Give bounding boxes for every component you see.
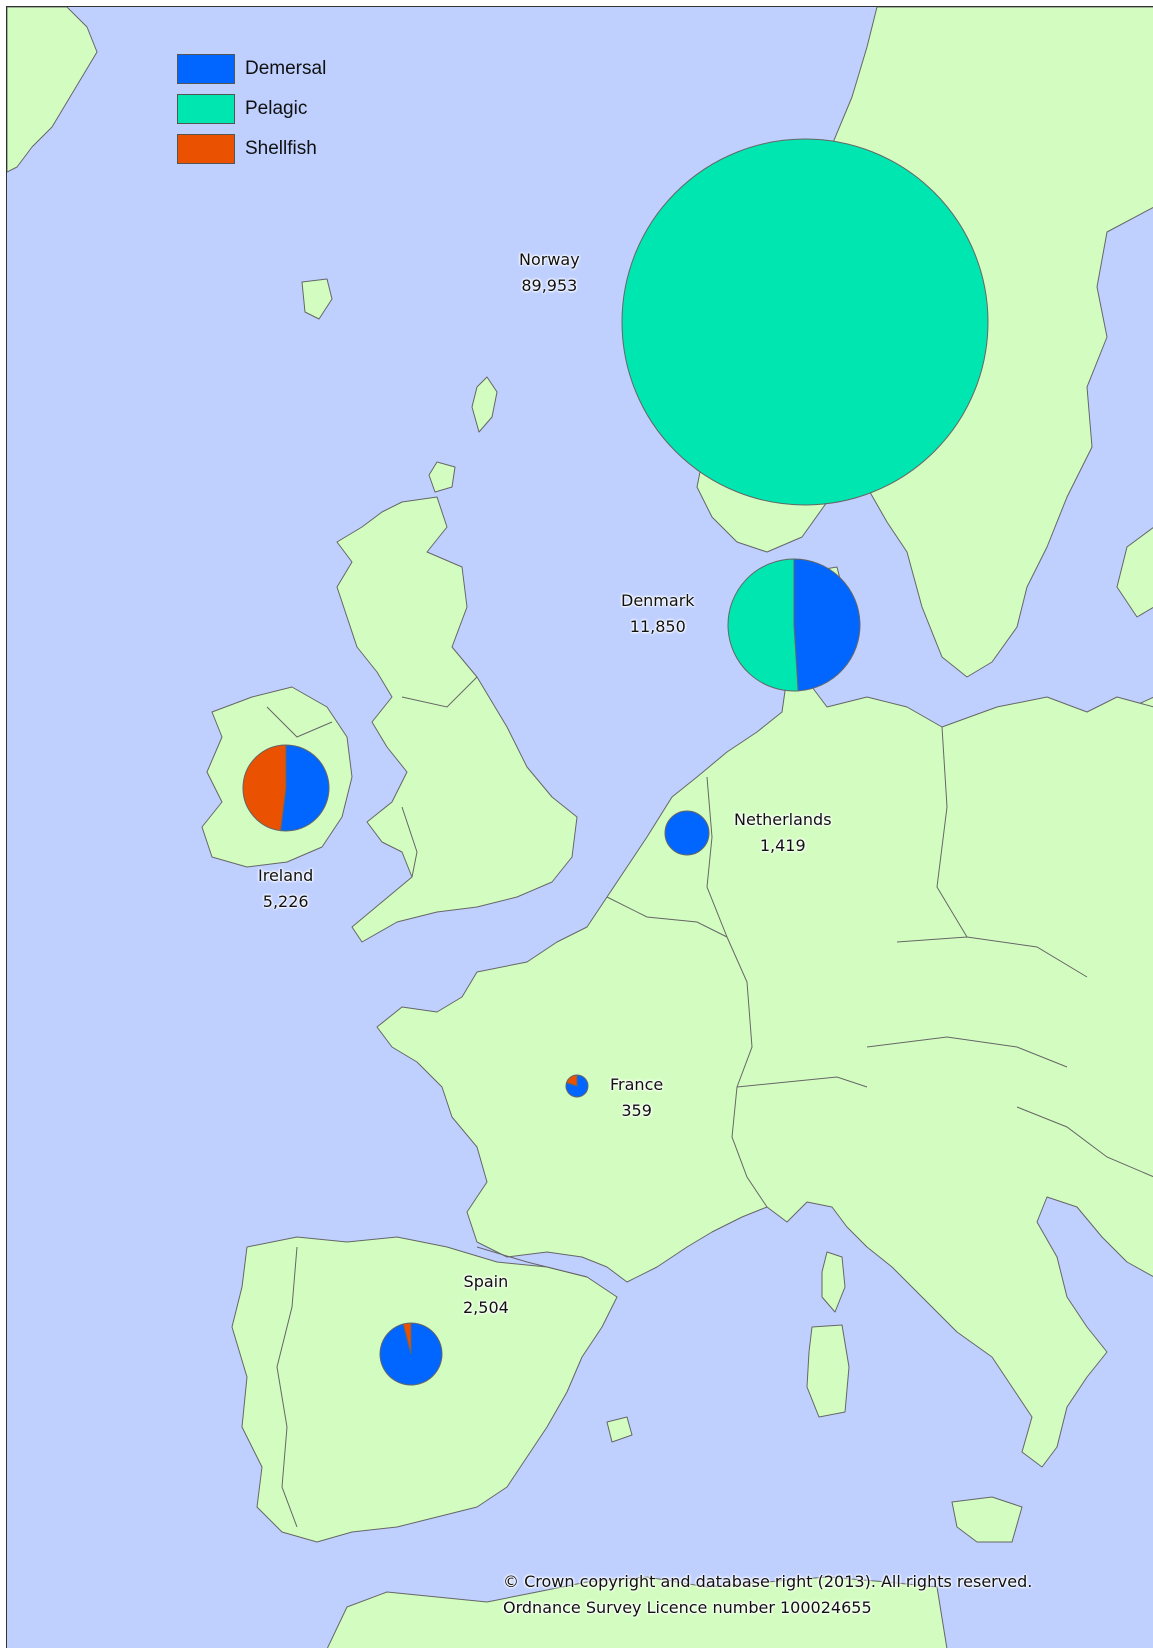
pie-norway bbox=[621, 138, 989, 506]
legend-item-demersal: Demersal bbox=[177, 49, 326, 89]
legend-item-pelagic: Pelagic bbox=[177, 89, 326, 129]
label-netherlands-value: 1,419 bbox=[759, 836, 806, 855]
landmass-balearics bbox=[606, 1416, 633, 1443]
label-france-name: France bbox=[610, 1075, 664, 1094]
copyright-line-2: Ordnance Survey Licence number 100024655 bbox=[503, 1598, 872, 1617]
landmass-sardinia bbox=[806, 1324, 850, 1418]
label-norway-value: 89,953 bbox=[521, 276, 578, 295]
label-ireland-name: Ireland bbox=[258, 866, 314, 885]
pie-denmark-demersal-slice bbox=[793, 558, 861, 692]
legend: Demersal Pelagic Shellfish bbox=[177, 49, 326, 169]
label-france: France 359 bbox=[610, 1072, 663, 1124]
landmass-greenland bbox=[7, 7, 98, 173]
label-spain-name: Spain bbox=[463, 1272, 509, 1291]
landmass-north-africa bbox=[326, 1576, 948, 1648]
border-balkans bbox=[1016, 1106, 1153, 1178]
border-italy-france bbox=[731, 1086, 768, 1208]
border-france-germany bbox=[726, 936, 753, 1088]
pie-denmark-pelagic-slice bbox=[727, 558, 799, 692]
label-france-value: 359 bbox=[621, 1101, 652, 1120]
label-ireland: Ireland 5,226 bbox=[258, 863, 313, 915]
legend-label-pelagic: Pelagic bbox=[245, 98, 308, 119]
landmass-sicily bbox=[951, 1496, 1023, 1543]
border-switzerland bbox=[736, 1076, 868, 1088]
copyright-notice: © Crown copyright and database right (20… bbox=[503, 1569, 1032, 1621]
pie-netherlands bbox=[664, 810, 710, 856]
pie-ireland-demersal-slice bbox=[280, 744, 330, 832]
pie-spain bbox=[379, 1322, 443, 1386]
pie-ireland bbox=[242, 744, 330, 832]
pie-france-shellfish-slice bbox=[565, 1074, 578, 1087]
legend-swatch-pelagic bbox=[177, 94, 235, 124]
pie-netherlands-demersal-slice bbox=[664, 810, 710, 856]
label-netherlands-name: Netherlands bbox=[734, 810, 832, 829]
legend-label-shellfish: Shellfish bbox=[245, 138, 317, 159]
border-czech bbox=[896, 936, 1088, 978]
landmass-iberia bbox=[231, 1236, 618, 1543]
border-spain-portugal bbox=[276, 1246, 298, 1528]
pie-france bbox=[565, 1074, 589, 1098]
legend-label-demersal: Demersal bbox=[245, 58, 327, 79]
map-frame: Demersal Pelagic Shellfish Norway 89,953… bbox=[6, 6, 1153, 1648]
landmass-shetland bbox=[471, 376, 498, 433]
landmass-corsica bbox=[821, 1251, 846, 1313]
label-norway: Norway 89,953 bbox=[519, 247, 580, 299]
landmass-finland bbox=[1116, 527, 1153, 618]
border-northern-ireland bbox=[266, 706, 333, 738]
map-canvas bbox=[7, 7, 1153, 1648]
landmass-continent bbox=[376, 566, 1153, 1468]
landmass-orkney bbox=[428, 461, 456, 493]
landmass-faroe bbox=[301, 278, 333, 320]
label-ireland-value: 5,226 bbox=[262, 892, 309, 911]
label-denmark-value: 11,850 bbox=[629, 617, 686, 636]
label-spain: Spain 2,504 bbox=[463, 1269, 509, 1321]
legend-swatch-demersal bbox=[177, 54, 235, 84]
pie-denmark bbox=[727, 558, 861, 692]
legend-swatch-shellfish bbox=[177, 134, 235, 164]
pie-ireland-shellfish-slice bbox=[242, 744, 287, 832]
label-netherlands: Netherlands 1,419 bbox=[734, 807, 832, 859]
legend-item-shellfish: Shellfish bbox=[177, 129, 326, 169]
border-wales bbox=[401, 806, 418, 878]
landmass-great-britain bbox=[336, 496, 578, 943]
label-denmark: Denmark 11,850 bbox=[621, 588, 695, 640]
border-austria bbox=[866, 1036, 1068, 1068]
label-spain-value: 2,504 bbox=[463, 1298, 509, 1317]
border-uk-scotland bbox=[401, 676, 478, 708]
copyright-line-1: © Crown copyright and database right (20… bbox=[503, 1572, 1033, 1591]
label-denmark-name: Denmark bbox=[621, 591, 695, 610]
pie-norway-pelagic-slice bbox=[621, 138, 989, 506]
border-france-belgium bbox=[606, 896, 728, 938]
border-spain-france bbox=[476, 1246, 588, 1278]
border-germany-poland bbox=[936, 726, 968, 938]
border-germany-netherlands bbox=[706, 776, 728, 938]
pie-spain-shellfish-slice bbox=[402, 1322, 412, 1355]
label-norway-name: Norway bbox=[519, 250, 580, 269]
